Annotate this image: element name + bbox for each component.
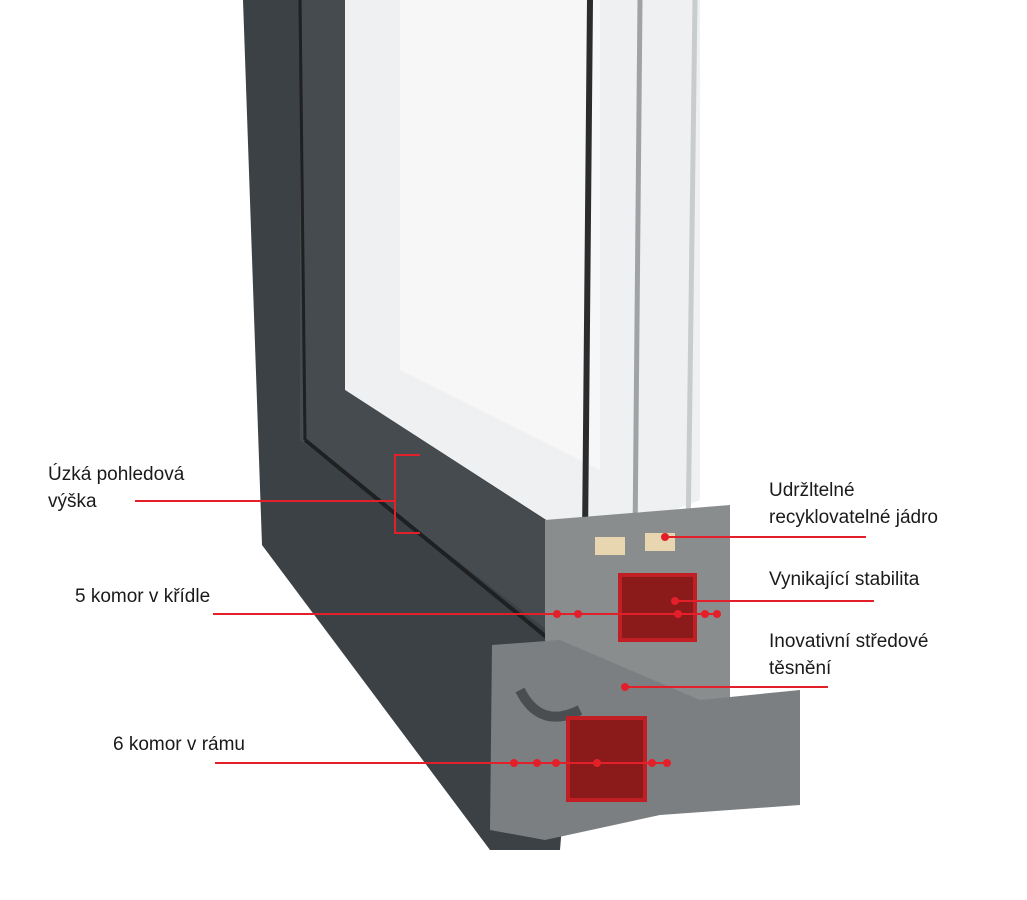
label-line: Udržltelné (769, 480, 855, 501)
callout-dots (510, 533, 721, 767)
dot (593, 759, 601, 767)
label-line: recyklovatelné jádro (769, 507, 938, 528)
glass-sheet (685, 0, 698, 541)
glass-sheet (632, 0, 643, 541)
dot (510, 759, 518, 767)
dot (553, 610, 561, 618)
center-seal (515, 687, 583, 722)
gasket (303, 438, 552, 642)
label-stability: Vynikající stabilita (769, 569, 920, 590)
label-line: Inovativní středové (769, 631, 929, 652)
bracket-narrow-height (394, 454, 420, 534)
gasket (298, 0, 307, 441)
label-sash-chambers: 5 komor v křídle (75, 586, 211, 607)
dot (661, 533, 669, 541)
dot (674, 610, 682, 618)
label-seal: Inovativní středové těsnění (769, 628, 928, 682)
dot (671, 597, 679, 605)
dot (663, 759, 671, 767)
label-frame-chambers: 6 komor v rámu (113, 734, 245, 755)
label-line: Úzká pohledová (48, 464, 185, 485)
label-narrow-height: Úzká pohledová výška (48, 461, 184, 515)
label-line: těsnění (769, 658, 832, 679)
dot (574, 610, 582, 618)
label-line: výška (48, 491, 97, 512)
dot (533, 759, 541, 767)
label-core: Udržltelné recyklovatelné jádro (769, 477, 938, 531)
sash-front (300, 0, 560, 640)
glass-sheet (582, 0, 593, 541)
callout-lines (135, 454, 874, 764)
glazing-spacer (645, 533, 675, 551)
dot (552, 759, 560, 767)
glass-inner (400, 0, 600, 470)
dot (713, 610, 721, 618)
sash-reinforcement (618, 573, 697, 642)
glazing-spacer (595, 537, 625, 555)
dot (621, 683, 629, 691)
dot (648, 759, 656, 767)
dot (701, 610, 709, 618)
frame-reinforcement (566, 716, 647, 802)
